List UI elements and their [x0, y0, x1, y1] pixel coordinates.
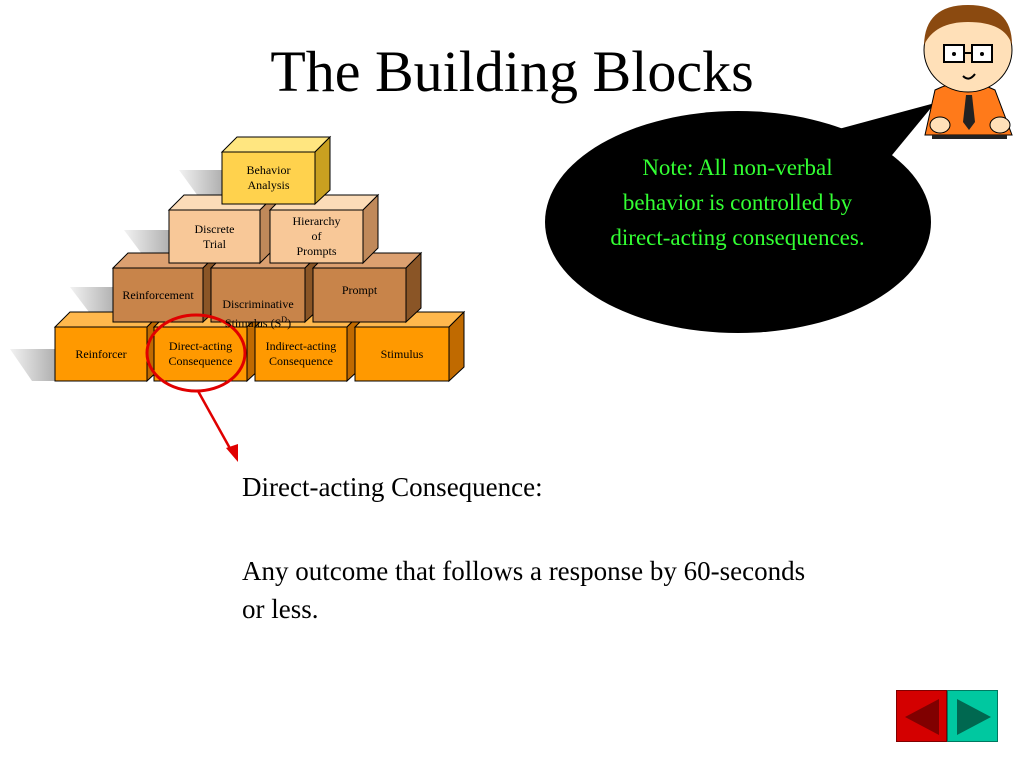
speech-bubble-note: Note: All non-verbal behavior is control… [610, 155, 865, 250]
pointer-arrowhead [226, 444, 238, 462]
back-button[interactable] [896, 690, 947, 742]
definition-heading: Direct-acting Consequence: [242, 472, 543, 502]
discriminative-stimulus-close: ) [287, 316, 292, 330]
block-behavior-analysis [220, 135, 332, 206]
block-label-prompt: Prompt [341, 282, 378, 297]
back-arrow-icon [905, 699, 939, 735]
block-label-stimulus: Stimulus [380, 346, 424, 361]
slide-title: The Building Blocks [270, 39, 754, 104]
speech-bubble-tail [835, 103, 935, 160]
block-label-discriminative-stimulus: Discriminative Stimulus (SD) [211, 268, 305, 330]
cartoon-character-icon [923, 5, 1013, 139]
discriminative-stimulus-superscript: D [281, 315, 288, 324]
forward-button[interactable] [947, 690, 998, 742]
speech-bubble [545, 111, 931, 333]
definition-body: Any outcome that follows a response by 6… [242, 556, 806, 624]
discriminative-stimulus-text: Discriminative Stimulus (S [222, 297, 294, 330]
block-label-behavior-analysis: Behavior Analysis [246, 163, 291, 192]
forward-arrow-icon [957, 699, 991, 735]
block-label-reinforcement: Reinforcement [122, 287, 194, 302]
block-label-indirect-acting-consequence: Indirect-acting Consequence [265, 339, 337, 368]
block-label-discrete-trial: Discrete Trial [194, 221, 235, 251]
highlight-circle [145, 313, 247, 393]
block-label-hierarchy-of-prompts: Hierarchy of Prompts [292, 214, 341, 258]
pointer-arrow-line [196, 390, 234, 453]
block-label-reinforcer: Reinforcer [75, 346, 127, 361]
block-label-direct-acting-consequence: Direct-acting Consequence [168, 339, 233, 368]
